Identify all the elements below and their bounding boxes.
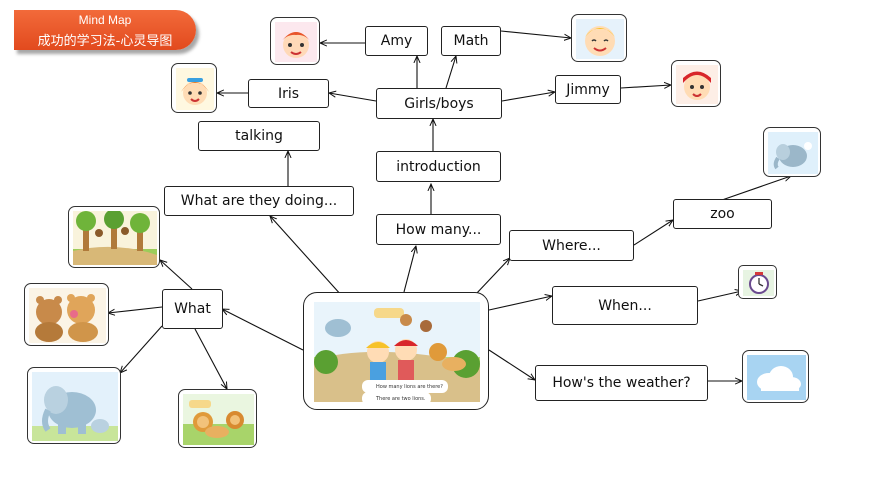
arrow-where-zoo bbox=[633, 220, 673, 246]
arrow-center-what-doing bbox=[270, 216, 343, 297]
arrow-girls-jimmy bbox=[501, 92, 555, 102]
node-how-many[interactable]: How many... bbox=[376, 214, 501, 245]
clock-picture bbox=[738, 265, 777, 299]
node-where[interactable]: Where... bbox=[509, 230, 634, 261]
arrow-what-pic-lions bbox=[194, 328, 227, 389]
iris-picture bbox=[171, 63, 217, 113]
arrow-girls-math bbox=[445, 56, 456, 89]
node-girls-boys[interactable]: Girls/boys bbox=[376, 88, 502, 119]
mind-map-banner: Mind Map 成功的学习法-心灵导图 bbox=[14, 10, 204, 52]
arrow-center-what bbox=[222, 309, 304, 351]
node-math[interactable]: Math bbox=[441, 26, 501, 56]
node-introduction[interactable]: introduction bbox=[376, 151, 501, 182]
arrow-when-pic bbox=[697, 291, 742, 302]
node-what-are-they-doing[interactable]: What are they doing... bbox=[164, 186, 354, 216]
center-speech-question: How many lions are there? bbox=[362, 380, 448, 393]
node-zoo[interactable]: zoo bbox=[673, 199, 772, 229]
banner-background bbox=[14, 10, 196, 50]
banner-title: Mind Map bbox=[78, 13, 132, 27]
weather-cloud-picture bbox=[742, 350, 809, 403]
arrow-what-pic-elephant bbox=[120, 325, 163, 373]
bears-picture bbox=[24, 283, 109, 346]
arrow-center-when bbox=[488, 296, 552, 311]
node-jimmy[interactable]: Jimmy bbox=[555, 75, 621, 104]
arrow-girls-iris bbox=[329, 93, 377, 102]
node-iris[interactable]: Iris bbox=[248, 79, 329, 108]
arrow-math-pic bbox=[500, 30, 571, 38]
lions-picture bbox=[178, 389, 257, 448]
node-when[interactable]: When... bbox=[552, 286, 698, 325]
arrow-center-weather bbox=[488, 349, 535, 380]
amy-picture bbox=[270, 17, 320, 65]
arrow-center-where bbox=[475, 258, 510, 295]
arrow-center-how-many bbox=[403, 246, 416, 293]
node-what[interactable]: What bbox=[162, 289, 223, 329]
math-boy-picture bbox=[571, 14, 627, 62]
arrow-zoo-pic bbox=[721, 176, 791, 201]
node-talking[interactable]: talking bbox=[198, 121, 320, 151]
arrow-what-pic-bears bbox=[108, 306, 163, 313]
center-zoo-scene: How many lions are there? There are two … bbox=[303, 292, 489, 410]
banner-subtitle: 成功的学习法-心灵导图 bbox=[37, 34, 173, 49]
jimmy-picture bbox=[671, 60, 721, 107]
center-speech-answer: There are two lions. bbox=[362, 392, 431, 405]
node-amy[interactable]: Amy bbox=[365, 26, 428, 56]
zoo-elephant-picture bbox=[763, 127, 821, 177]
monkeys-trees-picture bbox=[68, 206, 160, 268]
elephant-picture bbox=[27, 367, 121, 444]
node-hows-the-weather[interactable]: How's the weather? bbox=[535, 365, 708, 401]
arrow-jimmy-pic bbox=[620, 85, 671, 88]
arrow-what-pic-monkeys bbox=[160, 260, 193, 290]
